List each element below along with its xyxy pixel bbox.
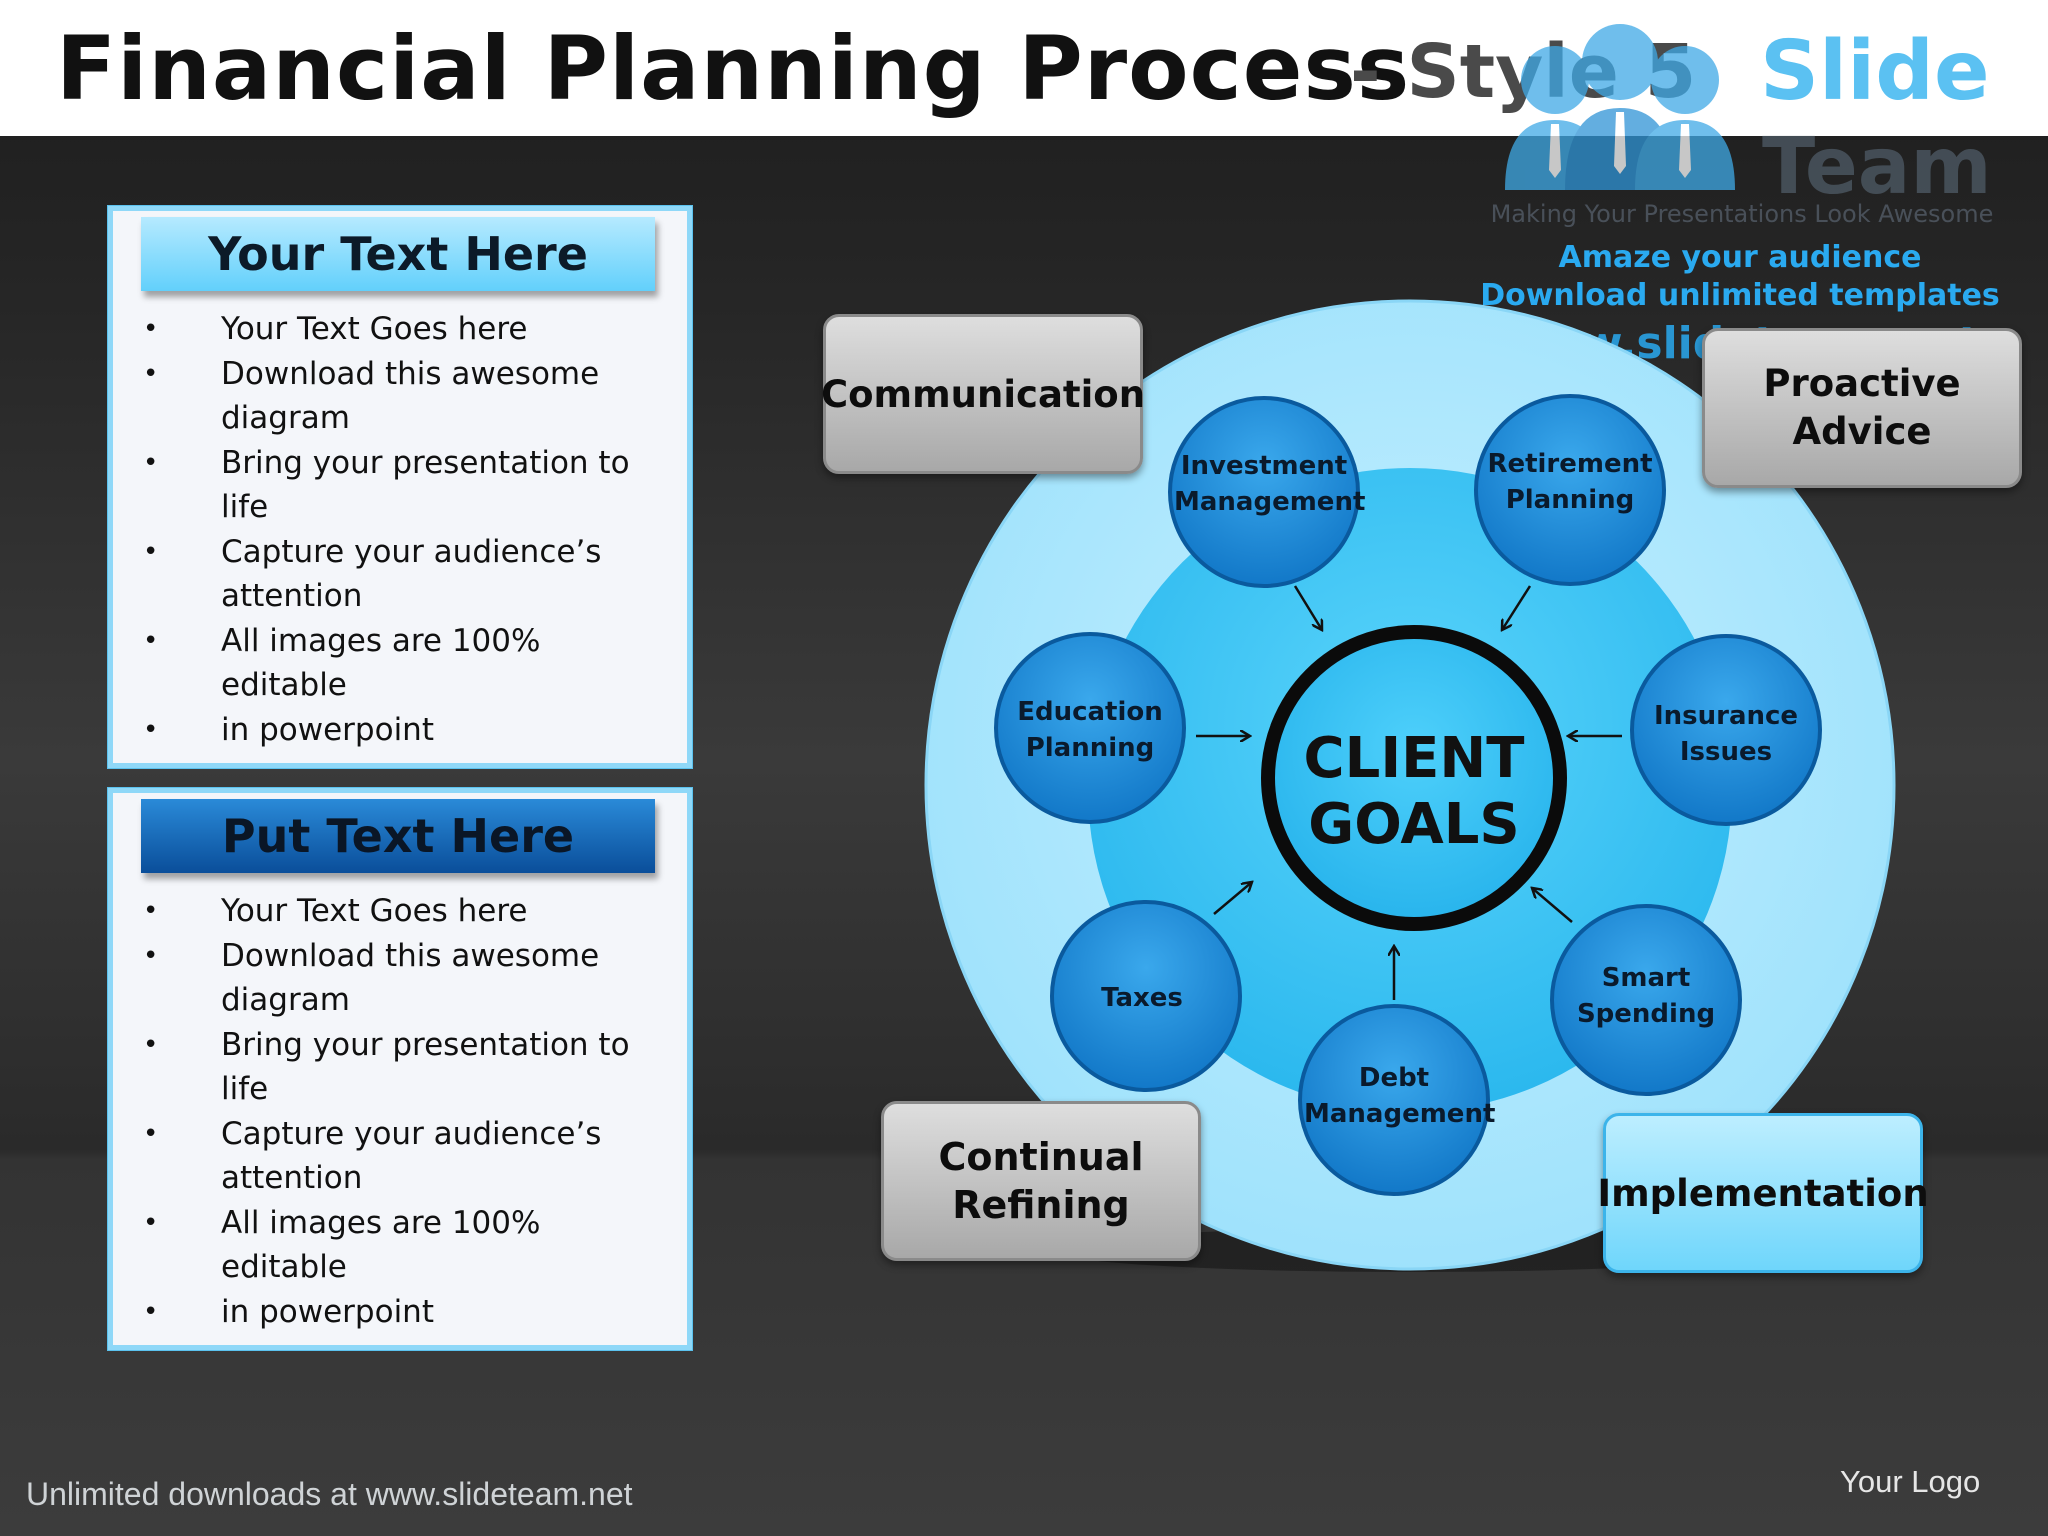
nodes (994, 394, 1822, 1196)
list-item: •Download this awesome diagram (143, 352, 663, 441)
node-retirement (1474, 394, 1666, 586)
bullet-icon: • (143, 358, 159, 389)
list-item: •Download this awesome diagram (143, 934, 663, 1023)
list-item: •in powerpoint (143, 708, 663, 753)
arrow-investment (1293, 585, 1322, 630)
watermark-download: Download unlimited templates (1480, 278, 2000, 313)
list-item: •Bring your presentation to life (143, 441, 663, 530)
footer-logo-placeholder: Your Logo (1840, 1464, 1981, 1499)
list-item: •Your Text Goes here (143, 889, 663, 934)
node-label-taxes: Taxes (1101, 983, 1183, 1013)
arrow-taxes (1213, 882, 1252, 915)
list-item: •Capture your audience’s attention (143, 530, 663, 619)
list-item: •in powerpoint (143, 1290, 663, 1335)
watermark-brand-slide: Slide (1760, 24, 1990, 119)
bullet-icon: • (143, 625, 159, 656)
bullet-icon: • (143, 940, 159, 971)
bullet-icon: • (143, 536, 159, 567)
bullet-icon: • (143, 1029, 159, 1060)
text-panel-1: Your Text Here •Your Text Goes here •Dow… (108, 206, 692, 768)
bullet-icon: • (143, 314, 159, 344)
bullet-icon: • (143, 714, 159, 745)
footer-downloads-text: Unlimited downloads at www.slideteam.net (26, 1476, 633, 1512)
bullet-icon: • (143, 1118, 159, 1149)
node-smart-spending (1550, 904, 1742, 1096)
panel-1-list: •Your Text Goes here •Download this awes… (143, 307, 663, 752)
watermark-tagline: Making Your Presentations Look Awesome (1490, 200, 1994, 228)
list-item: •All images are 100% editable (143, 1201, 663, 1290)
node-debt (1298, 1004, 1490, 1196)
node-insurance (1630, 634, 1822, 826)
people-logo-icon (1505, 24, 1735, 190)
arrows (1196, 585, 1622, 1000)
list-item: •All images are 100% editable (143, 619, 663, 708)
bullet-icon: • (143, 896, 159, 926)
node-taxes (1050, 900, 1242, 1092)
arrow-retirement (1502, 585, 1532, 630)
panel-2-heading: Put Text Here (141, 799, 655, 873)
node-education (994, 632, 1186, 824)
watermark-amaze: Amaze your audience (1558, 240, 1922, 275)
node-investment (1168, 396, 1360, 588)
bullet-icon: • (143, 1296, 159, 1327)
watermark-brand-team: Team (1762, 122, 1992, 212)
list-item: •Your Text Goes here (143, 307, 663, 352)
page-title: Financial Planning Process (56, 17, 1411, 120)
center-label: CLIENT GOALS (1303, 726, 1525, 857)
bullet-icon: • (143, 1207, 159, 1238)
bullet-icon: • (143, 447, 159, 478)
arrow-smart (1532, 888, 1573, 923)
text-panel-2: Put Text Here •Your Text Goes here •Down… (108, 788, 692, 1350)
panel-1-heading: Your Text Here (141, 217, 655, 291)
center-ring (1261, 625, 1567, 931)
box-communication: Communication (821, 314, 1145, 474)
list-item: •Bring your presentation to life (143, 1023, 663, 1112)
box-implementation: Implementation (1597, 1113, 1929, 1273)
panel-2-list: •Your Text Goes here •Download this awes… (143, 889, 663, 1334)
list-item: •Capture your audience’s attention (143, 1112, 663, 1201)
